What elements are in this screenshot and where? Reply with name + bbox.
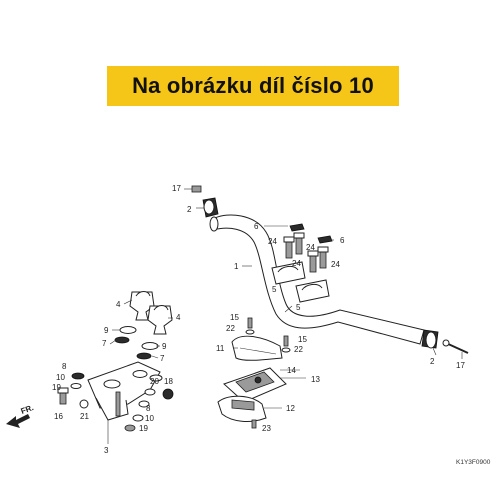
callout-24-d: 24	[331, 260, 340, 269]
banner-text: Na obrázku díl číslo 10	[132, 73, 374, 98]
callout-9-right: 9	[162, 342, 167, 351]
stem-hardware	[57, 372, 174, 432]
callout-1: 1	[234, 262, 239, 271]
callout-22-right: 22	[294, 345, 303, 354]
callout-24-a: 24	[268, 237, 277, 246]
switch-housing-13	[223, 367, 287, 403]
switch-housing-12	[217, 395, 267, 422]
callout-16: 16	[54, 412, 63, 421]
callout-3: 3	[104, 446, 109, 455]
callout-4-right: 4	[176, 313, 181, 322]
callout-15-right: 15	[298, 335, 307, 344]
callout-9-left: 9	[104, 326, 109, 335]
callout-2-right: 2	[430, 357, 435, 366]
switch-cover-11	[231, 335, 283, 361]
callout-6-right: 6	[340, 236, 345, 245]
top-bridge	[87, 361, 161, 421]
callout-15-left: 15	[230, 313, 239, 322]
callout-10-left: 10	[56, 373, 65, 382]
callout-5-front: 5	[296, 303, 301, 312]
end-screw-right	[442, 339, 469, 354]
switch-screws	[245, 317, 291, 429]
catalog-code: K1Y3F0900	[456, 459, 491, 466]
end-screw-left	[184, 185, 202, 193]
handlebar-pipe	[209, 214, 425, 345]
bar-end-weight-right	[421, 329, 439, 349]
callout-2-left: 2	[187, 205, 192, 214]
washers-9-7	[114, 326, 159, 360]
callout-13: 13	[311, 375, 320, 384]
front-direction-arrow: FR.	[6, 403, 35, 428]
callout-24-c: 24	[292, 259, 301, 268]
callout-20: 20	[150, 377, 159, 386]
callout-8-left: 8	[62, 362, 67, 371]
callout-18: 18	[164, 377, 173, 386]
callout-17-right: 17	[456, 361, 465, 370]
callout-22-left: 22	[226, 324, 235, 333]
callout-24-b: 24	[306, 243, 315, 252]
callout-21: 21	[80, 412, 89, 421]
callout-5-rear: 5	[272, 285, 277, 294]
callout-7-left: 7	[102, 339, 107, 348]
callout-labels: 17 2 1 6 6 24 24 24 24 5 5 4 4 9 9 7 7 8…	[52, 184, 465, 455]
lower-holder-right	[147, 305, 173, 335]
upper-holder-front	[295, 279, 330, 303]
callout-23: 23	[262, 424, 271, 433]
callout-19-right: 19	[139, 424, 148, 433]
part-number-banner: Na obrázku díl číslo 10	[107, 66, 399, 106]
upper-holder-rear	[271, 261, 306, 285]
callout-17-left: 17	[172, 184, 181, 193]
callout-8-right: 8	[146, 404, 151, 413]
callout-6-left: 6	[254, 222, 259, 231]
callout-14: 14	[287, 366, 296, 375]
front-label: FR.	[20, 403, 35, 416]
callout-10-right: 10	[145, 414, 154, 423]
callout-11: 11	[216, 344, 225, 353]
leader-lines	[107, 207, 463, 444]
clips	[289, 223, 333, 244]
callout-19-left: 19	[52, 383, 61, 392]
bar-end-weight-left	[202, 197, 219, 218]
holder-bolts	[283, 232, 329, 273]
callout-12: 12	[286, 404, 295, 413]
callout-7-right: 7	[160, 354, 165, 363]
callout-4-left: 4	[116, 300, 121, 309]
